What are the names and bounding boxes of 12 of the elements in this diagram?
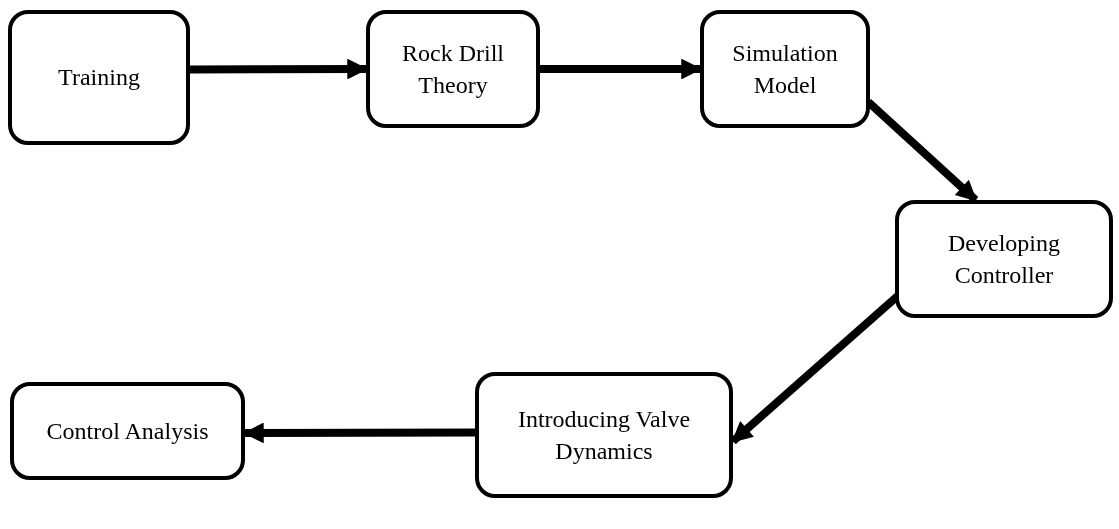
step-label: Control Analysis [46, 416, 209, 446]
process-box [8, 10, 190, 145]
step-label: Developing Controller [947, 228, 1061, 290]
process-box [10, 382, 245, 480]
step-label: Training [58, 63, 140, 93]
step-label: Introducing Valve Dynamics [516, 404, 692, 466]
step-label: Simulation Model [731, 38, 839, 100]
process-box [475, 372, 733, 498]
process-box [366, 10, 540, 128]
process-box [895, 200, 1113, 318]
process-box [700, 10, 870, 128]
step-label: Rock Drill Theory [401, 38, 505, 100]
